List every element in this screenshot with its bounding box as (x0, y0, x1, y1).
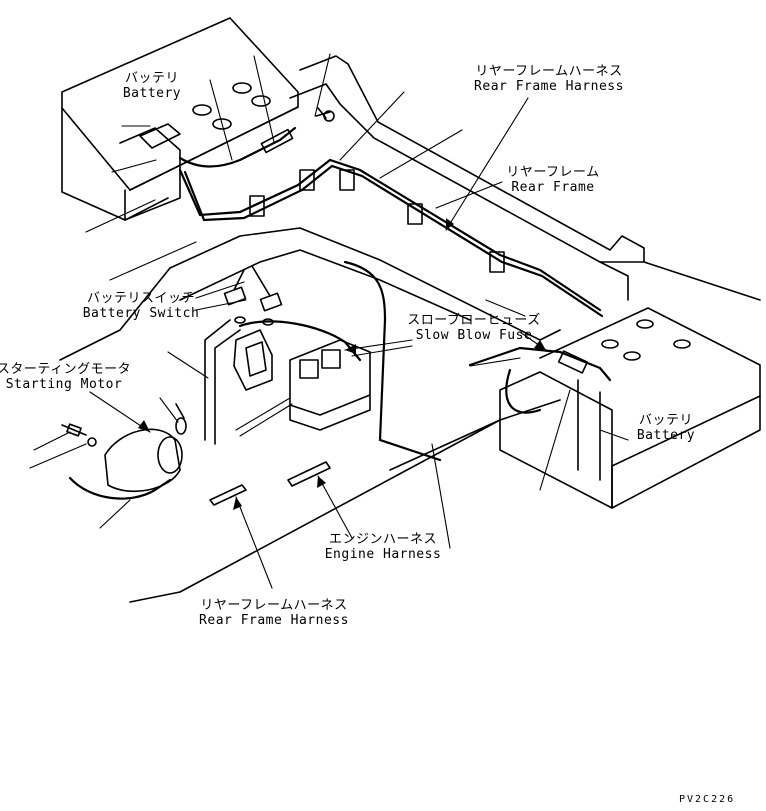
left-battery (61, 17, 299, 221)
label-engine-harness-en: Engine Harness (324, 547, 442, 562)
arrowheads (138, 218, 547, 510)
label-battery-switch: バッテリスイッチ Battery Switch (83, 291, 200, 321)
label-starting-motor-ja: スターティングモータ (0, 362, 132, 377)
starting-motor (61, 403, 187, 500)
label-rear-frame: リヤーフレーム Rear Frame (506, 165, 599, 195)
label-slow-blow-fuse-en: Slow Blow Fuse (415, 328, 533, 343)
label-battery-switch-ja: バッテリスイッチ (86, 291, 196, 306)
leader-lines (29, 53, 629, 589)
label-rear-frame-harness-top-ja: リヤーフレームハーネス (475, 64, 623, 79)
label-rear-frame-ja: リヤーフレーム (506, 165, 600, 180)
label-starting-motor: スターティングモータ Starting Motor (0, 362, 131, 392)
label-battery-right-en: Battery (636, 428, 696, 443)
rear-frame-harness-top (178, 107, 604, 318)
right-battery (468, 307, 761, 509)
label-battery-switch-en: Battery Switch (82, 306, 200, 321)
label-rear-frame-harness-top: リヤーフレームハーネス Rear Frame Harness (474, 64, 624, 94)
label-slow-blow-fuse-ja: スローブローヒューズ (407, 313, 541, 328)
rear-frame (59, 55, 761, 603)
label-engine-harness-ja: エンジンハーネス (328, 532, 438, 547)
label-battery-top-left: バッテリ Battery (123, 71, 181, 101)
drawing-code: PV2C226 (679, 794, 736, 805)
label-battery-top-left-ja: バッテリ (124, 71, 180, 86)
label-rear-frame-harness-bottom: リヤーフレームハーネス Rear Frame Harness (199, 598, 349, 628)
label-battery-top-left-en: Battery (122, 86, 182, 101)
label-rear-frame-harness-bottom-en: Rear Frame Harness (199, 613, 349, 628)
slow-blow-fuse (289, 260, 442, 462)
label-battery-right-ja: バッテリ (638, 413, 694, 428)
label-battery-right: バッテリ Battery (637, 413, 695, 443)
label-rear-frame-harness-bottom-ja: リヤーフレームハーネス (200, 598, 348, 613)
label-rear-frame-en: Rear Frame (511, 180, 595, 195)
label-starting-motor-en: Starting Motor (5, 377, 123, 392)
label-slow-blow-fuse: スローブローヒューズ Slow Blow Fuse (407, 313, 541, 343)
loose-harness-parts (209, 461, 331, 506)
battery-switch (204, 265, 362, 445)
label-rear-frame-harness-top-en: Rear Frame Harness (474, 79, 624, 94)
label-engine-harness: エンジンハーネス Engine Harness (325, 532, 442, 562)
